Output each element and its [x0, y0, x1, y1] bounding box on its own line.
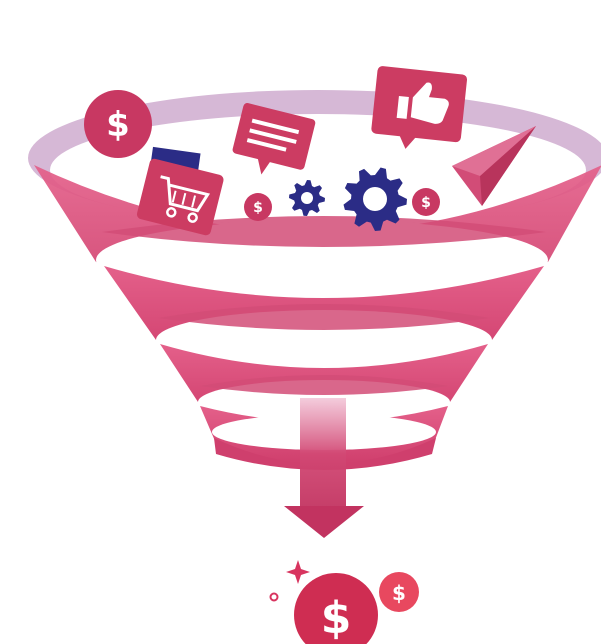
- sparkle-icon: [286, 560, 310, 584]
- dollar-coin-icon: $: [84, 90, 152, 158]
- dollar-glyph: $: [106, 105, 130, 145]
- dollar-glyph: $: [421, 195, 431, 211]
- down-arrow-icon: [284, 398, 364, 538]
- bonus-dollar-coin-icon: $: [379, 572, 419, 612]
- funnel-band-4-bottom: [214, 438, 436, 470]
- small-dollar-coin-icon: $: [412, 188, 440, 216]
- paper-plane-icon: [452, 126, 536, 206]
- gear-icon: [289, 180, 325, 216]
- chat-bubble-icon: [232, 103, 316, 175]
- dollar-glyph: $: [392, 581, 406, 605]
- gear-icon: [343, 167, 407, 231]
- thumbs-up-icon: [371, 66, 468, 149]
- result-dollar-coin-icon: $: [294, 573, 378, 644]
- shopping-cart-icon: [136, 158, 224, 236]
- dollar-glyph: $: [253, 200, 263, 216]
- gear-hole: [363, 187, 387, 211]
- small-dollar-coin-icon: $: [244, 193, 272, 221]
- funnel-band-2-shade: [158, 304, 490, 330]
- funnel-band-3-shade: [200, 375, 448, 395]
- gear-hole: [301, 192, 313, 204]
- dollar-glyph: $: [321, 593, 352, 644]
- funnel-band-1-shade: [102, 216, 546, 247]
- small-ring: [269, 592, 279, 602]
